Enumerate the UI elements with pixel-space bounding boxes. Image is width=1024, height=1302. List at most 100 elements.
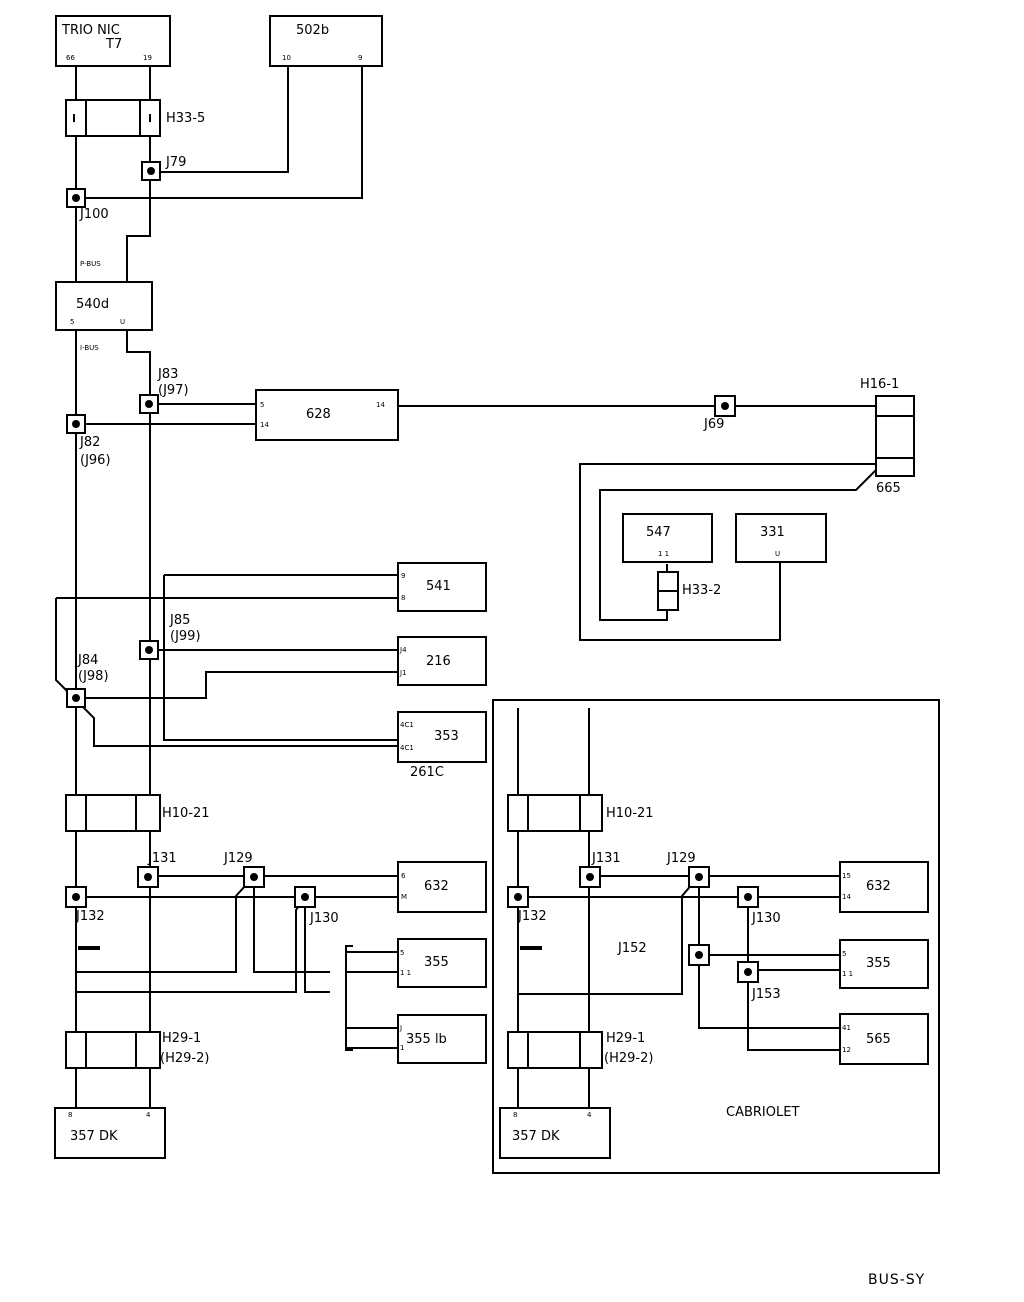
module-632-left: 632 6 M bbox=[397, 861, 487, 913]
module-label: 355 bbox=[424, 955, 449, 970]
connector-h29-1-left: H29-1 (H29-2) bbox=[65, 1031, 209, 1069]
junction-j131-left bbox=[137, 866, 159, 888]
connector-label: (H29-2) bbox=[160, 1051, 209, 1066]
module-label: 353 bbox=[434, 729, 459, 744]
junction-label: J132 bbox=[517, 909, 547, 924]
junction-label: J100 bbox=[79, 207, 109, 222]
junction-j129-left bbox=[243, 866, 265, 888]
connector-h33-2: H33-2 bbox=[657, 571, 721, 611]
pin-label: 9 bbox=[358, 54, 362, 62]
connector-h10-21-left: H10-21 bbox=[65, 794, 210, 832]
pin-label: 4C1 bbox=[400, 721, 414, 729]
module-355-left: 355 5 1 1 bbox=[397, 938, 487, 988]
module-label: 502b bbox=[296, 23, 329, 38]
pin-label: 8 bbox=[401, 594, 405, 602]
module-628: 628 5 14 14 bbox=[255, 389, 399, 441]
module-216: 216 J4 J1 bbox=[397, 636, 487, 686]
module-331: 331 U bbox=[735, 513, 827, 563]
module-caption: 261C bbox=[410, 765, 444, 780]
connector-label: H10-21 bbox=[606, 806, 654, 821]
module-label: T7 bbox=[105, 37, 122, 52]
pin-label: 4C1 bbox=[400, 744, 414, 752]
connector-label: 665 bbox=[876, 481, 901, 496]
module-label: 565 bbox=[866, 1032, 891, 1047]
pin-label: U bbox=[775, 550, 780, 558]
pin-label: 12 bbox=[842, 1046, 851, 1054]
pin-label: J4 bbox=[399, 646, 407, 654]
pin-label: 5 bbox=[260, 401, 264, 409]
junction-j82 bbox=[66, 414, 86, 434]
pin-label: 9 bbox=[401, 572, 405, 580]
module-label: 357 DK bbox=[70, 1129, 118, 1144]
pin-label: J bbox=[399, 1024, 402, 1032]
pin-label: 5 bbox=[400, 949, 404, 957]
junction-label: J84 bbox=[77, 653, 98, 668]
module-label: TRIO NIC bbox=[61, 23, 120, 38]
cabriolet-label: CABRIOLET bbox=[726, 1105, 799, 1120]
bus-label: I-BUS bbox=[80, 344, 99, 352]
connector-h10-21-right: H10-21 bbox=[507, 794, 654, 832]
junction-j130-left bbox=[294, 886, 316, 908]
junction-j152 bbox=[688, 944, 710, 966]
junctions bbox=[65, 161, 759, 983]
junction-j69 bbox=[714, 395, 736, 417]
connector-label: H10-21 bbox=[162, 806, 210, 821]
module-label: 632 bbox=[866, 879, 891, 894]
pin-label: 4 bbox=[146, 1111, 151, 1119]
pin-label: 14 bbox=[376, 401, 385, 409]
connector-label: H33-2 bbox=[682, 583, 721, 598]
pin-label: 6 bbox=[401, 872, 406, 880]
junction-label: J83 bbox=[157, 367, 178, 382]
junction-j83 bbox=[139, 394, 159, 414]
junction-j130-right bbox=[737, 886, 759, 908]
pin-label: M bbox=[401, 893, 407, 901]
module-632-right: 632 15 14 bbox=[839, 861, 929, 913]
junction-label: J85 bbox=[169, 613, 190, 628]
pin-label: 8 bbox=[68, 1111, 72, 1119]
junction-label: J79 bbox=[165, 155, 186, 170]
pin-label: 5 bbox=[70, 318, 74, 326]
pin-label: 41 bbox=[842, 1024, 851, 1032]
module-565-right: 565 41 12 bbox=[839, 1013, 929, 1065]
module-355lb-left: 355 lb J 1 bbox=[397, 1014, 487, 1064]
bus-label: P-BUS bbox=[80, 260, 101, 268]
module-label: 628 bbox=[306, 407, 331, 422]
module-502b: 502b 10 9 bbox=[269, 15, 383, 67]
pin-label: 1 1 bbox=[842, 970, 853, 978]
junction-label: J131 bbox=[147, 851, 177, 866]
module-540d: 540d 5 U bbox=[55, 281, 153, 331]
junction-label: J153 bbox=[751, 987, 781, 1002]
pin-label: 5 bbox=[842, 950, 846, 958]
pin-label: 19 bbox=[143, 54, 152, 62]
connector-label: H29-1 bbox=[606, 1031, 645, 1046]
module-357dk-left: 357 DK 8 4 bbox=[54, 1107, 166, 1159]
junction-j153 bbox=[737, 961, 759, 983]
junction-j79 bbox=[141, 161, 161, 181]
pin-label: 10 bbox=[282, 54, 291, 62]
pin-label: 14 bbox=[842, 893, 851, 901]
pin-label: 1 1 bbox=[658, 550, 669, 558]
connector-h33-5: H33-5 bbox=[65, 99, 205, 137]
pin-label: 66 bbox=[66, 54, 75, 62]
junction-label: J69 bbox=[703, 417, 724, 432]
connector-label: H29-1 bbox=[162, 1031, 201, 1046]
module-label: 331 bbox=[760, 525, 785, 540]
junction-j84 bbox=[66, 688, 86, 708]
module-547: 547 1 1 bbox=[622, 513, 713, 563]
junction-label: J130 bbox=[751, 911, 781, 926]
junction-j129-right bbox=[688, 866, 710, 888]
junction-j85 bbox=[139, 640, 159, 660]
connector-h29-1-right: H29-1 (H29-2) bbox=[507, 1031, 653, 1069]
pin-label: 14 bbox=[260, 421, 269, 429]
wires bbox=[55, 66, 877, 1108]
pin-label: 1 bbox=[400, 1044, 404, 1052]
module-label: 355 bbox=[866, 956, 891, 971]
module-357dk-right: 357 DK 8 4 bbox=[499, 1107, 611, 1159]
module-trionic: TRIO NIC T7 66 19 bbox=[55, 15, 171, 67]
junction-label: (J97) bbox=[158, 383, 189, 398]
diagram-code: BUS-SY bbox=[868, 1272, 925, 1288]
pin-label: 1 1 bbox=[400, 969, 411, 977]
junction-label: (J98) bbox=[78, 669, 109, 684]
module-label: 357 DK bbox=[512, 1129, 560, 1144]
